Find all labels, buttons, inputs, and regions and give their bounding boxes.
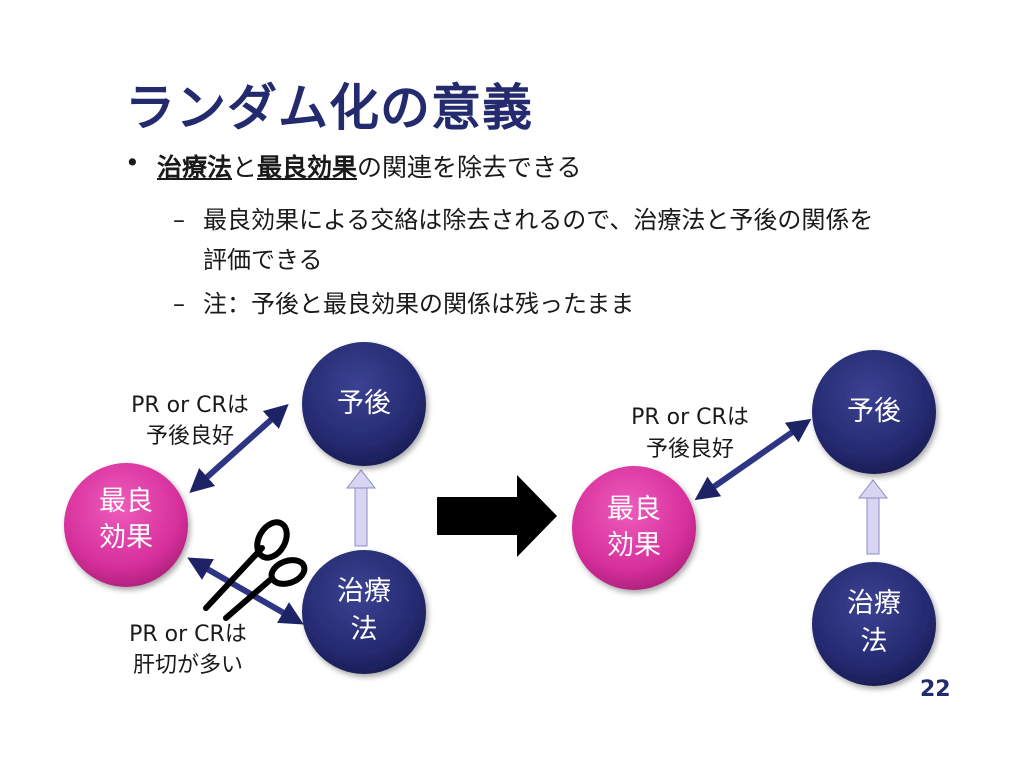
sub-bullet-1-line1: 最良効果による交絡は除去されるので、治療法と予後の関係を [203,206,874,234]
left-prognosis-bestresponse-arrow [189,403,289,494]
sub-bullet-marker: – [173,290,185,318]
node-label: 効果 [99,522,153,553]
sub-bullet-marker: – [173,206,185,234]
right-node-treatment: 治療 法 [812,562,936,686]
left-treatment-bestresponse-arrow [187,557,304,625]
left-treatment-prognosis-arrow [345,469,377,547]
bullet-marker: • [125,148,140,177]
sub-bullet-1-line2: 評価できる [203,246,323,274]
node-label: 効果 [607,530,661,561]
right-prognosis-bestresponse-arrow [694,418,812,501]
left-note-top-line1: PR or CRは [131,393,249,418]
node-label: 最良 [99,486,153,517]
right-treatment-prognosis-arrow [857,479,889,555]
right-note-top-line2: 予後良好 [646,437,734,462]
bullet-main-text: 治療法と最良効果の関連を除去できる [157,148,582,184]
page-number: 22 [920,677,951,702]
right-node-prognosis: 予後 [812,350,936,474]
slide-title: ランダム化の意義 [125,79,533,137]
best-response-term: 最良効果 [257,153,358,182]
node-label: 最良 [607,494,661,525]
connector-text: と [232,153,258,182]
scissors-icon [203,519,308,621]
transition-arrow [437,475,557,557]
node-label: 法 [351,614,378,645]
right-node-best-response: 最良 効果 [572,466,696,590]
node-label: 治療 [847,588,901,619]
treatment-term: 治療法 [157,153,233,182]
left-note-bottom-line2: 肝切が多い [133,653,243,678]
left-node-treatment: 治療 法 [302,550,426,674]
node-label: 予後 [847,396,901,427]
node-label: 治療 [337,576,391,607]
right-note-top-line1: PR or CRは [631,405,749,430]
left-node-best-response: 最良 効果 [64,463,188,587]
node-label: 予後 [337,388,391,419]
sub-bullet-2-line1: 注：予後と最良効果の関係は残ったまま [203,290,635,318]
node-label: 法 [861,626,888,657]
left-note-bottom-line1: PR or CRは [129,622,247,647]
bullet-main-rest: の関連を除去できる [357,153,582,182]
left-note-top-line2: 予後良好 [146,424,234,449]
causal-diagram: 予後 最良 効果 治療 法 PR or CRは 予後良好 PR or CRは 肝… [64,342,936,686]
left-node-prognosis: 予後 [302,342,426,466]
